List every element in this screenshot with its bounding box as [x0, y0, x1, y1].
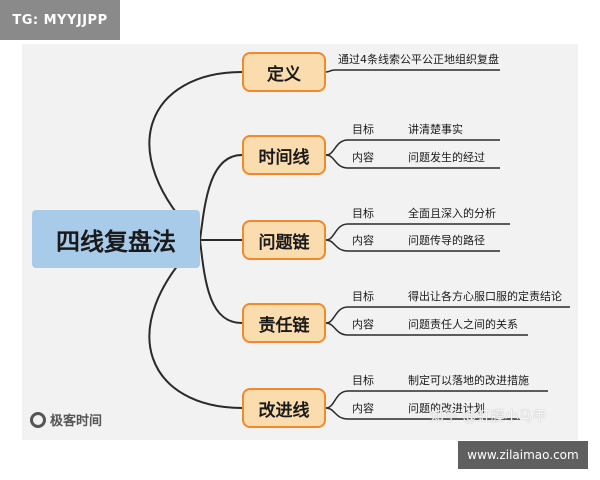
- connector-center-improvement: [148, 239, 243, 409]
- problem-goal-text: 全面且深入的分析: [408, 207, 496, 220]
- zhihu-watermark: 知乎 @虹膜小马甲: [430, 409, 547, 425]
- connector-timeline-content: [325, 154, 500, 169]
- connector-improvement-goal: [325, 390, 548, 409]
- branch-node-definition: 定义: [242, 52, 326, 92]
- site-watermark: www.zilaimao.com: [458, 441, 588, 469]
- improvement-goal-key: 目标: [352, 374, 374, 387]
- responsibility-content-text: 问题责任人之间的关系: [408, 318, 518, 331]
- geektime-logo-text: 极客时间: [50, 414, 103, 429]
- connector-definition-leaf: [325, 69, 500, 73]
- connector-center-responsibility-chain: [199, 239, 243, 324]
- connector-improvement-content: [325, 407, 520, 420]
- improvement-content-key: 内容: [352, 402, 374, 415]
- improvement-content-text: 问题的改进计划: [408, 402, 485, 415]
- geektime-logo: 极客时间: [30, 410, 102, 429]
- branch-node-responsibility-chain: 责任链: [242, 303, 326, 343]
- timeline-content-key: 内容: [352, 151, 374, 164]
- center-node: 四线复盘法: [32, 210, 200, 268]
- timeline-content-text: 问题发生的经过: [408, 151, 485, 164]
- connector-center-definition: [148, 71, 243, 241]
- improvement-goal-text: 制定可以落地的改进措施: [408, 374, 529, 387]
- connector-responsibility-goal: [325, 306, 570, 324]
- connector-responsibility-content: [325, 322, 528, 336]
- responsibility-goal-text: 得出让各方心服口服的定责结论: [408, 290, 562, 303]
- geektime-logo-icon: [30, 411, 46, 428]
- problem-goal-key: 目标: [352, 207, 374, 220]
- connector-timeline-goal: [325, 139, 500, 156]
- branch-node-improvement: 改进线: [242, 388, 326, 428]
- problem-content-text: 问题传导的路径: [408, 234, 485, 247]
- connector-center-timeline: [199, 154, 243, 241]
- responsibility-content-key: 内容: [352, 318, 374, 331]
- problem-content-key: 内容: [352, 234, 374, 247]
- responsibility-goal-key: 目标: [352, 290, 374, 303]
- timeline-goal-text: 讲清楚事实: [408, 123, 463, 136]
- connector-problem-goal: [325, 223, 510, 241]
- branch-node-timeline: 时间线: [242, 135, 326, 175]
- timeline-goal-key: 目标: [352, 123, 374, 136]
- definition-text: 通过4条线索公平公正地组织复盘: [338, 53, 499, 66]
- tg-badge: TG: MYYJJPP: [0, 0, 120, 40]
- connector-problem-content: [325, 239, 500, 252]
- branch-node-problem-chain: 问题链: [242, 220, 326, 260]
